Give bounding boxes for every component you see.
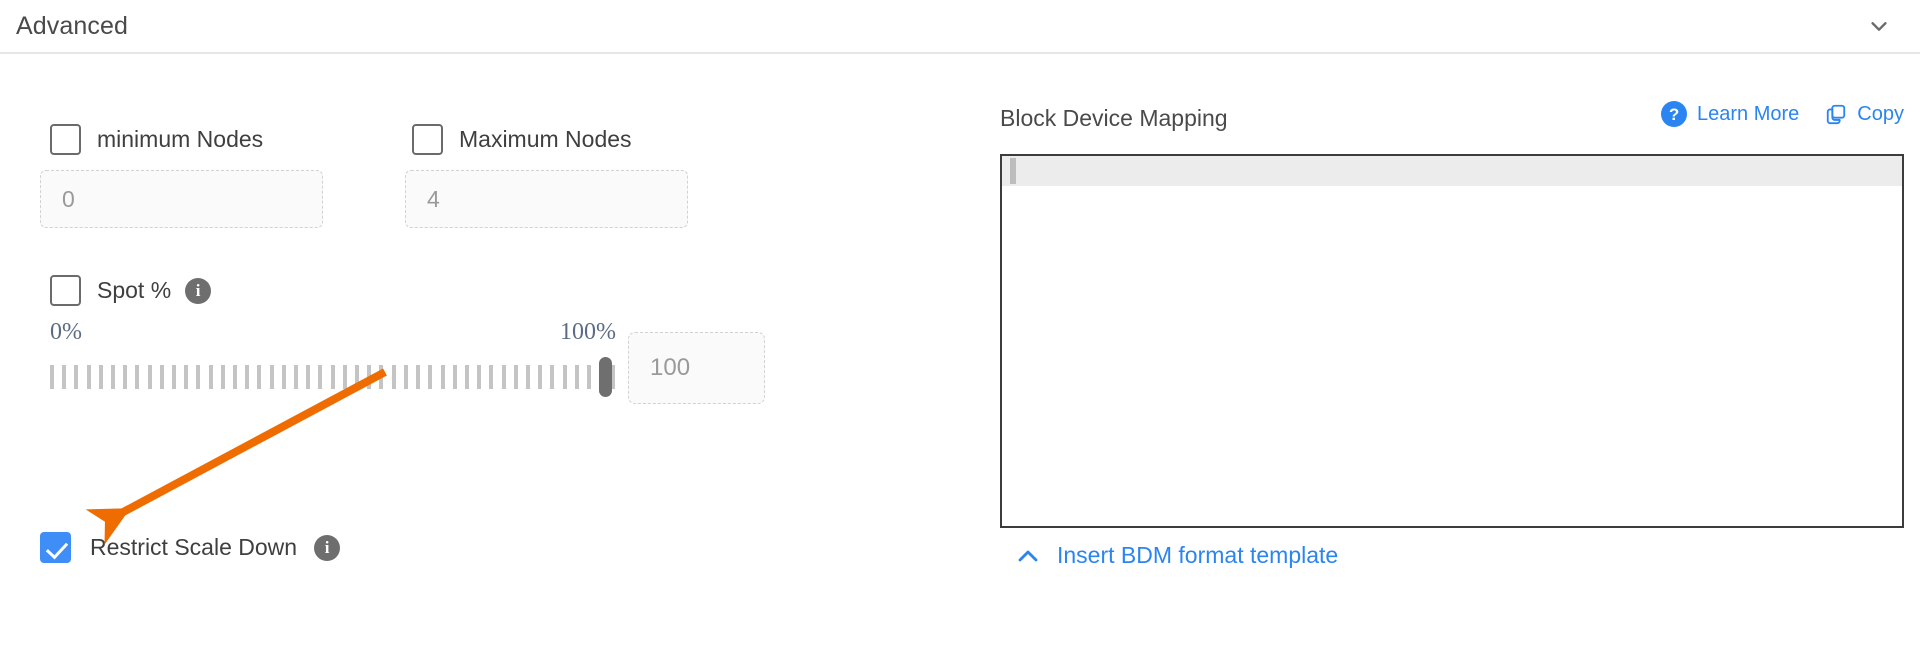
block-device-mapping-header: Block Device Mapping ? Learn More Copy xyxy=(1000,101,1920,135)
question-circle-icon: ? xyxy=(1661,101,1688,127)
slider-tick xyxy=(281,365,286,389)
slider-tick xyxy=(147,365,152,389)
slider-track[interactable] xyxy=(50,357,616,397)
restrict-scale-down-info-icon[interactable]: i xyxy=(314,534,341,561)
slider-tick xyxy=(477,365,482,389)
spot-percent-checkbox[interactable] xyxy=(50,275,81,306)
slider-tick xyxy=(342,365,347,389)
slider-tick xyxy=(62,365,67,389)
block-device-mapping-editor[interactable] xyxy=(1000,154,1904,528)
right-column: Block Device Mapping ? Learn More Copy xyxy=(1000,54,1920,656)
slider-tick xyxy=(306,365,311,389)
slider-tick xyxy=(184,365,189,389)
slider-tick xyxy=(245,365,250,389)
left-column: minimum Nodes Maximum Nodes 0 4 Spot % i… xyxy=(0,54,1000,656)
node-count-input-row: 0 4 xyxy=(40,170,688,228)
node-count-checkbox-row: minimum Nodes Maximum Nodes xyxy=(50,124,632,155)
page-title: Advanced xyxy=(16,11,128,40)
block-device-mapping-title: Block Device Mapping xyxy=(1000,104,1228,131)
minimum-nodes-checkbox[interactable] xyxy=(50,124,81,155)
slider-tick xyxy=(550,365,555,389)
slider-tick xyxy=(330,365,335,389)
slider-tick xyxy=(196,365,201,389)
slider-tick xyxy=(318,365,323,389)
slider-tick xyxy=(50,365,54,389)
collapse-section-button[interactable] xyxy=(1856,6,1902,46)
slider-tick xyxy=(355,365,360,389)
editor-active-line xyxy=(1002,156,1902,186)
copy-button[interactable]: Copy xyxy=(1825,103,1904,126)
slider-tick xyxy=(123,365,128,389)
chevron-down-icon xyxy=(1871,22,1887,31)
slider-tick xyxy=(379,365,384,389)
maximum-nodes-checkbox[interactable] xyxy=(412,124,443,155)
slider-tick xyxy=(135,365,140,389)
spot-percent-slider-block: 0% 100% 100 xyxy=(0,319,960,439)
slider-tick xyxy=(403,365,408,389)
slider-tick xyxy=(611,365,616,389)
slider-ticks xyxy=(50,365,616,389)
insert-bdm-template-label: Insert BDM format template xyxy=(1057,542,1339,568)
slider-tick xyxy=(501,365,506,389)
slider-tick xyxy=(562,365,567,389)
slider-tick xyxy=(574,365,579,389)
spot-percent-row: Spot % i xyxy=(50,275,212,306)
learn-more-link[interactable]: ? Learn More xyxy=(1661,101,1799,127)
slider-tick xyxy=(391,365,396,389)
slider-tick xyxy=(294,365,299,389)
slider-max-label: 100% xyxy=(560,319,616,345)
max-nodes-group: Maximum Nodes xyxy=(412,124,632,155)
slider-tick xyxy=(440,365,445,389)
slider-tick xyxy=(452,365,457,389)
slider-tick xyxy=(269,365,274,389)
maximum-nodes-input[interactable]: 4 xyxy=(405,170,688,228)
slider-tick xyxy=(367,365,372,389)
copy-label: Copy xyxy=(1857,102,1904,125)
slider-thumb[interactable] xyxy=(599,357,612,397)
maximum-nodes-label: Maximum Nodes xyxy=(459,126,632,152)
insert-bdm-template-link[interactable]: Insert BDM format template xyxy=(1016,542,1338,569)
slider-tick xyxy=(489,365,494,389)
min-nodes-group: minimum Nodes xyxy=(50,124,412,155)
spot-percent-info-icon[interactable]: i xyxy=(185,277,212,304)
slider-tick xyxy=(257,365,262,389)
minimum-nodes-input[interactable]: 0 xyxy=(40,170,323,228)
section-header: Advanced xyxy=(0,0,1920,54)
restrict-scale-down-row: Restrict Scale Down i xyxy=(40,532,341,563)
block-device-mapping-actions: ? Learn More Copy xyxy=(1661,101,1904,127)
slider-scale-labels: 0% 100% xyxy=(50,319,616,346)
slider-tick xyxy=(233,365,238,389)
slider-tick xyxy=(159,365,164,389)
slider-tick xyxy=(111,365,116,389)
learn-more-label: Learn More xyxy=(1697,102,1800,125)
slider-tick xyxy=(513,365,518,389)
slider-tick xyxy=(98,365,103,389)
slider-min-label: 0% xyxy=(50,319,82,345)
slider-tick xyxy=(464,365,469,389)
restrict-scale-down-label: Restrict Scale Down xyxy=(90,534,298,560)
slider-tick xyxy=(525,365,530,389)
slider-tick xyxy=(416,365,421,389)
slider-tick xyxy=(208,365,213,389)
slider-tick xyxy=(586,365,591,389)
slider-tick xyxy=(428,365,433,389)
spot-percent-value-input[interactable]: 100 xyxy=(628,332,765,404)
editor-caret xyxy=(1010,158,1016,184)
slider-tick xyxy=(220,365,225,389)
chevron-up-icon xyxy=(1018,550,1038,561)
slider-tick xyxy=(172,365,177,389)
spot-percent-label: Spot % xyxy=(97,277,172,303)
minimum-nodes-label: minimum Nodes xyxy=(97,126,264,152)
copy-icon xyxy=(1827,104,1846,125)
restrict-scale-down-checkbox[interactable] xyxy=(40,532,71,563)
slider-tick xyxy=(538,365,543,389)
slider-tick xyxy=(86,365,91,389)
slider-tick xyxy=(74,365,79,389)
